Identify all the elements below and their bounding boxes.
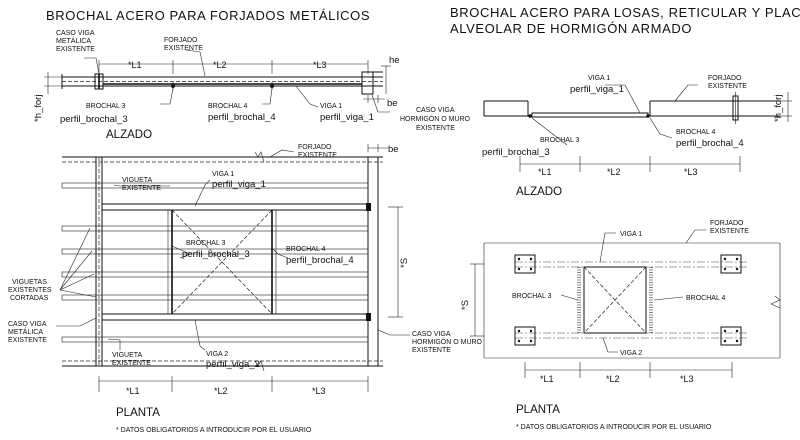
right-elev-dim-l2: *L2 bbox=[607, 167, 621, 177]
right-plan-forjado-2: EXISTENTE bbox=[710, 228, 749, 235]
left-elev-viga1-title: VIGA 1 bbox=[320, 103, 342, 110]
left-note: * DATOS OBLIGATORIOS A INTRODUCIR POR EL… bbox=[116, 427, 312, 434]
left-plan-dim-l3: *L3 bbox=[312, 386, 326, 396]
left-elev-caso-metalica-2: METÁLICA bbox=[56, 36, 91, 45]
left-elev-brochal4-title: BROCHAL 4 bbox=[208, 103, 248, 110]
right-plan-viga1: VIGA 1 bbox=[620, 231, 642, 238]
right-elev-dim-l3: *L3 bbox=[684, 167, 698, 177]
left-plan-viga2-title: VIGA 2 bbox=[206, 351, 228, 358]
right-plan-forjado-1: FORJADO bbox=[710, 220, 744, 227]
right-plan-dim-l1: *L1 bbox=[540, 374, 554, 384]
left-elev-caso-hormigon-3: EXISTENTE bbox=[416, 125, 455, 132]
right-elev-viga1-profile: perfil_viga_1 bbox=[570, 84, 624, 95]
left-plan-brochal3-profile: perfil_brochal_3 bbox=[182, 249, 250, 260]
left-plan-caso-metalica-1: CASO VIGA bbox=[8, 321, 47, 328]
left-plan-vigueta-bottom-2: EXISTENTE bbox=[112, 360, 151, 367]
left-plan-dim-l2: *L2 bbox=[214, 386, 228, 396]
left-plan-caso-hormigon-3: EXISTENTE bbox=[412, 347, 451, 354]
left-elev-be: be bbox=[387, 98, 398, 109]
right-plan-dim-l2: *L2 bbox=[606, 374, 620, 384]
left-plan-vigueta-top-1: VIGUETA bbox=[122, 177, 153, 184]
left-elev-dim-l2: *L2 bbox=[213, 60, 227, 70]
left-plan-caso-metalica-2: METÁLICA bbox=[8, 327, 43, 336]
left-elev-brochal3-profile: perfil_brochal_3 bbox=[60, 114, 128, 125]
right-plan-viga2: VIGA 2 bbox=[620, 350, 642, 357]
left-elev-brochal3-title: BROCHAL 3 bbox=[86, 103, 126, 110]
left-plan-brochal4-profile: perfil_brochal_4 bbox=[286, 255, 354, 266]
right-plan-label: PLANTA bbox=[516, 404, 560, 416]
left-plan-vigueta-top-2: EXISTENTE bbox=[122, 185, 161, 192]
left-elev-dim-l1: *L1 bbox=[128, 60, 142, 70]
right-elevation-label: ALZADO bbox=[516, 186, 562, 198]
right-plan-drawing bbox=[470, 229, 781, 378]
right-plan-brochal3: BROCHAL 3 bbox=[512, 293, 552, 300]
right-elev-brochal3-title: BROCHAL 3 bbox=[540, 137, 580, 144]
right-elev-forjado-1: FORJADO bbox=[708, 75, 742, 82]
left-plan-caso-hormigon-2: HORMIGÓN O MURO bbox=[412, 337, 483, 346]
left-plan-brochal4-title: BROCHAL 4 bbox=[286, 246, 326, 253]
right-elev-h-forj: *h_forj bbox=[773, 95, 784, 122]
left-elevation-label: ALZADO bbox=[106, 129, 152, 141]
right-elev-dim-l1: *L1 bbox=[538, 167, 552, 177]
left-elev-forjado-2: EXISTENTE bbox=[164, 45, 203, 52]
left-plan-dim-s: *S bbox=[399, 258, 410, 268]
left-elev-dim-l3: *L3 bbox=[313, 60, 327, 70]
left-plan-be: be bbox=[388, 144, 399, 155]
left-elev-caso-hormigon-2: HORMIGÓN O MURO bbox=[400, 114, 471, 123]
left-plan-caso-hormigon-1: CASO VIGA bbox=[412, 331, 451, 338]
left-elev-caso-metalica-3: EXISTENTE bbox=[56, 46, 95, 53]
left-plan-viga1-title: VIGA 1 bbox=[212, 171, 234, 178]
right-elev-brochal4-profile: perfil_brochal_4 bbox=[676, 138, 744, 149]
right-title-line2: ALVEOLAR DE HORMIGÓN ARMADO bbox=[450, 21, 692, 36]
left-plan-viga1-profile: perfil_viga_1 bbox=[212, 179, 266, 190]
left-plan-brochal3-title: BROCHAL 3 bbox=[186, 240, 226, 247]
left-elev-viga1-profile: perfil_viga_1 bbox=[320, 112, 374, 123]
right-elev-forjado-2: EXISTENTE bbox=[708, 83, 747, 90]
right-plan-brochal4: BROCHAL 4 bbox=[686, 295, 726, 302]
left-elev-brochal4-profile: perfil_brochal_4 bbox=[208, 112, 276, 123]
right-note: * DATOS OBLIGATORIOS A INTRODUCIR POR EL… bbox=[516, 424, 712, 431]
left-plan-dim-l1: *L1 bbox=[126, 386, 140, 396]
left-plan-viga2-profile: perfil_viga_2 bbox=[206, 359, 260, 370]
left-plan-viguetas-cortadas-1: VIGUETAS bbox=[12, 279, 47, 286]
left-elev-caso-hormigon-1: CASO VIGA bbox=[416, 107, 455, 114]
right-elev-brochal3-profile: perfil_brochal_3 bbox=[482, 147, 550, 158]
left-elevation-drawing bbox=[44, 49, 391, 113]
left-plan-forjado-2: EXISTENTE bbox=[298, 152, 337, 159]
left-plan-viguetas-cortadas-2: EXISTENTES bbox=[8, 287, 52, 294]
left-plan-drawing bbox=[56, 144, 410, 392]
right-elev-brochal4-title: BROCHAL 4 bbox=[676, 129, 716, 136]
left-elev-forjado-1: FORJADO bbox=[164, 37, 198, 44]
left-plan-forjado-1: FORJADO bbox=[298, 144, 332, 151]
right-elev-viga1-title: VIGA 1 bbox=[588, 75, 610, 82]
left-elev-h-forj: *h_forj bbox=[33, 95, 44, 122]
right-title-line1: BROCHAL ACERO PARA LOSAS, RETICULAR Y PL… bbox=[450, 5, 800, 20]
left-plan-vigueta-bottom-1: VIGUETA bbox=[112, 352, 143, 359]
left-title: BROCHAL ACERO PARA FORJADOS METÁLICOS bbox=[46, 8, 370, 23]
left-elev-caso-metalica-1: CASO VIGA bbox=[56, 30, 95, 37]
left-plan-label: PLANTA bbox=[116, 407, 160, 419]
left-plan-caso-metalica-3: EXISTENTE bbox=[8, 337, 47, 344]
left-plan-viguetas-cortadas-3: CORTADAS bbox=[10, 295, 49, 302]
right-plan-dim-s: *S bbox=[460, 300, 471, 310]
right-plan-dim-l3: *L3 bbox=[680, 374, 694, 384]
right-elevation-drawing bbox=[483, 84, 792, 172]
left-elev-he: he bbox=[389, 55, 400, 66]
